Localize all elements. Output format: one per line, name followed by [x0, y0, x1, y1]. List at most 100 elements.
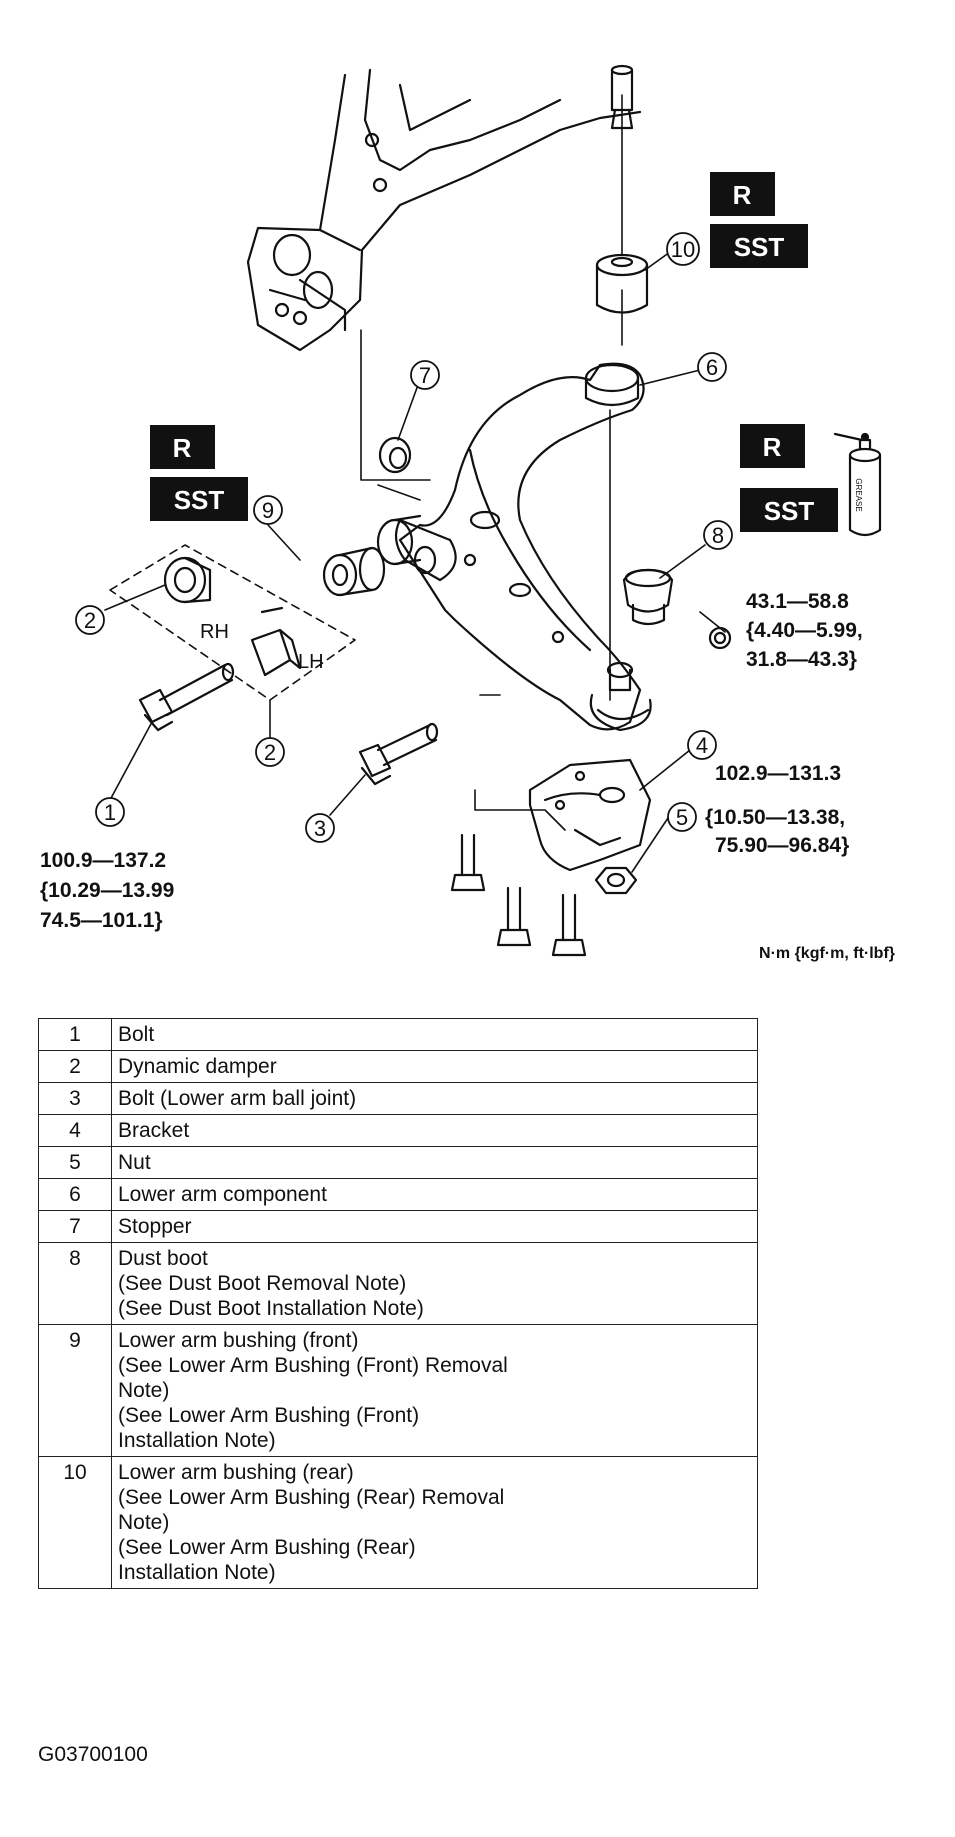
bracket-part	[528, 758, 652, 872]
callout-4: 4	[687, 730, 717, 760]
callout-1: 1	[95, 797, 125, 827]
svg-text:R: R	[763, 432, 782, 462]
lower-arm-part	[394, 362, 652, 732]
leader-lines	[104, 251, 726, 873]
part-description: Lower arm bushing (rear)(See Lower Arm B…	[111, 1456, 758, 1589]
callout-9: 9	[253, 495, 283, 525]
rear-bushing-part	[595, 253, 649, 314]
grease-can-icon	[833, 432, 882, 537]
part-name: Dust boot	[118, 1247, 208, 1270]
part-description: Dust boot(See Dust Boot Removal Note)(Se…	[111, 1242, 758, 1325]
svg-text:SST: SST	[734, 232, 785, 262]
torque-units: N·m {kgf·m, ft·lbf}	[759, 945, 895, 962]
part-note-line: Installation Note)	[118, 1561, 276, 1584]
table-row: 7 Stopper	[38, 1210, 758, 1243]
svg-text:{10.29—13.99: {10.29—13.99	[40, 879, 174, 902]
svg-text:{4.40—5.99,: {4.40—5.99,	[746, 619, 863, 642]
part-name: Stopper	[118, 1215, 192, 1238]
svg-text:31.8—43.3}: 31.8—43.3}	[746, 648, 857, 671]
badge-sst-left: SST	[150, 477, 248, 521]
svg-text:43.1—58.8: 43.1—58.8	[746, 590, 849, 613]
badge-sst-right: SST	[740, 488, 838, 532]
part-note-line: (See Lower Arm Bushing (Rear)	[118, 1536, 416, 1559]
svg-text:2: 2	[264, 740, 276, 765]
table-row: 4 Bracket	[38, 1114, 758, 1147]
part-description: Bolt (Lower arm ball joint)	[111, 1082, 758, 1115]
part-note-line: (See Dust Boot Removal Note)	[118, 1272, 407, 1295]
callout-6: 6	[697, 352, 727, 382]
part-number: 7	[38, 1210, 112, 1243]
part-description: Nut	[111, 1146, 758, 1179]
callout-numbers: 1 2 2 3 4 5 6 7 8 9 10	[75, 232, 733, 843]
part-name: Nut	[118, 1151, 151, 1174]
part-note-line: (See Lower Arm Bushing (Front)	[118, 1404, 420, 1427]
part-number: 1	[38, 1018, 112, 1051]
part-note-line: (See Lower Arm Bushing (Front) Removal	[118, 1354, 508, 1377]
part-name: Lower arm bushing (rear)	[118, 1461, 354, 1484]
part-note-line: Note)	[118, 1379, 170, 1402]
callout-2a: 2	[75, 605, 105, 635]
part-note-line: Installation Note)	[118, 1429, 276, 1452]
subframe-outline	[246, 68, 642, 352]
badge-r-right: R	[740, 424, 805, 468]
part-description: Lower arm component	[111, 1178, 758, 1211]
svg-text:6: 6	[706, 355, 718, 380]
svg-text:102.9—131.3: 102.9—131.3	[715, 762, 841, 785]
part-description: Bracket	[111, 1114, 758, 1147]
badge-r-left: R	[150, 425, 215, 469]
svg-text:SST: SST	[174, 485, 225, 515]
part-note-line: Note)	[118, 1511, 170, 1534]
svg-text:SST: SST	[764, 496, 815, 526]
svg-text:5: 5	[676, 805, 688, 830]
dust-boot-part	[622, 568, 674, 626]
bracket-bolts	[450, 833, 587, 957]
part-name: Bolt (Lower arm ball joint)	[118, 1087, 357, 1110]
callout-2b: 2	[255, 737, 285, 767]
part-number: 3	[38, 1082, 112, 1115]
svg-text:8: 8	[712, 523, 724, 548]
figure-id: G03700100	[38, 1743, 148, 1766]
part-description: Lower arm bushing (front)(See Lower Arm …	[111, 1324, 758, 1457]
svg-text:R: R	[733, 180, 752, 210]
part-number: 9	[38, 1324, 112, 1457]
part-name: Bracket	[118, 1119, 190, 1142]
svg-text:7: 7	[419, 363, 431, 388]
ball-joint-nut	[708, 626, 732, 650]
callout-3: 3	[305, 813, 335, 843]
part-name: Lower arm bushing (front)	[118, 1329, 359, 1352]
part-number: 5	[38, 1146, 112, 1179]
part-description: Stopper	[111, 1210, 758, 1243]
part-note-line: (See Dust Boot Installation Note)	[118, 1297, 424, 1320]
svg-text:74.5—101.1}: 74.5—101.1}	[40, 909, 163, 932]
bolt-1-part	[138, 662, 235, 732]
part-number: 4	[38, 1114, 112, 1147]
lh-label: LH	[298, 651, 324, 673]
exploded-diagram: 1 2 2 3 4 5 6 7 8 9 10 R SST R SST R SST…	[40, 64, 895, 962]
rh-label: RH	[200, 621, 229, 643]
dynamic-damper-part	[109, 544, 356, 701]
table-row: 3 Bolt (Lower arm ball joint)	[38, 1082, 758, 1115]
part-description: Bolt	[111, 1018, 758, 1051]
part-name: Lower arm component	[118, 1183, 327, 1206]
torque-spec-nut-8: 43.1—58.8 {4.40—5.99, 31.8—43.3}	[746, 590, 863, 671]
part-number: 10	[38, 1456, 112, 1589]
callout-7: 7	[410, 360, 440, 390]
bolt-3-part	[358, 722, 439, 786]
svg-text:4: 4	[696, 733, 708, 758]
part-number: 2	[38, 1050, 112, 1083]
part-note-line: (See Lower Arm Bushing (Rear) Removal	[118, 1486, 505, 1509]
nut-5-part	[594, 866, 638, 895]
torque-spec-bolt-1: 100.9—137.2 {10.29—13.99 74.5—101.1}	[40, 849, 174, 932]
badge-r-top: R	[710, 172, 775, 216]
torque-spec-nut-5: 102.9—131.3 {10.50—13.38, 75.90—96.84}	[705, 762, 849, 857]
svg-text:R: R	[173, 433, 192, 463]
svg-text:100.9—137.2: 100.9—137.2	[40, 849, 166, 872]
svg-text:{10.50—13.38,: {10.50—13.38,	[705, 806, 845, 829]
